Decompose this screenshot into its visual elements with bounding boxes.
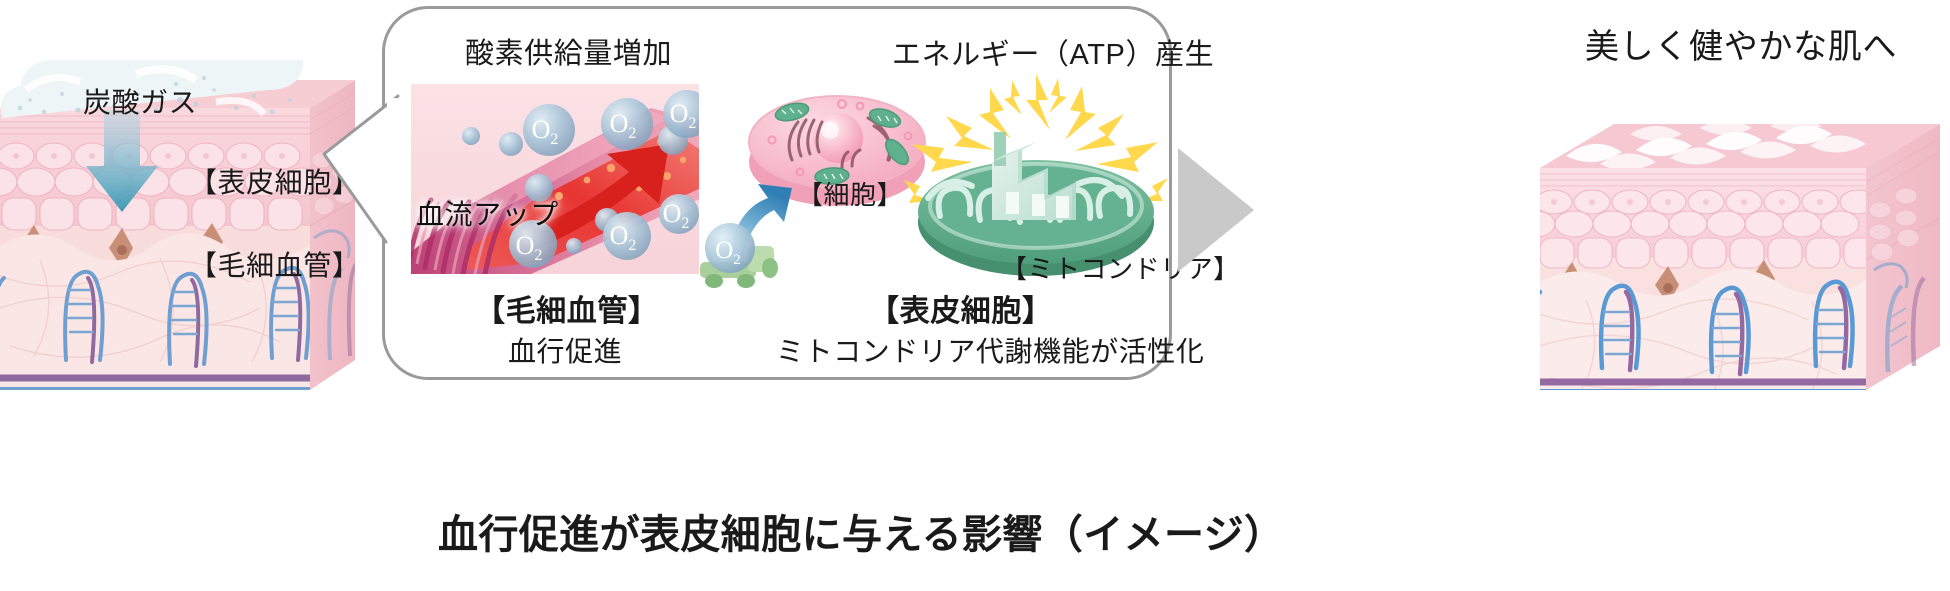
epidermal-cell-caption-sub: ミトコンドリア代謝機能が活性化 bbox=[776, 336, 1205, 367]
oxygen-delivery-truck-icon: O2 bbox=[700, 223, 778, 288]
capillary-caption-title: 【毛細血管】 bbox=[475, 295, 659, 328]
figure-caption: 血行促進が表皮細胞に与える影響（イメージ） bbox=[438, 513, 1285, 557]
left-capillary-label: 【毛細血管】 bbox=[189, 250, 361, 281]
mitochondria-illustration bbox=[904, 74, 1168, 276]
cell-illustration bbox=[748, 95, 926, 206]
oxygen-supply-heading: 酸素供給量増加 bbox=[465, 38, 673, 70]
capillary-illustration: O2 O2 O2 O2 O2 O2 bbox=[411, 84, 699, 274]
callout-tail-icon bbox=[322, 94, 400, 244]
left-skin-block bbox=[0, 60, 355, 390]
capillary-caption-sub: 血行促進 bbox=[508, 336, 623, 367]
epidermal-cell-caption-title: 【表皮細胞】 bbox=[869, 295, 1053, 328]
blood-flow-up-label: 血流アップ bbox=[416, 199, 559, 230]
healthy-skin-heading: 美しく健やかな肌へ bbox=[1585, 28, 1898, 66]
left-foam-label: 炭酸ガス bbox=[83, 87, 198, 118]
result-arrow-icon bbox=[1178, 148, 1254, 272]
left-epidermis-label: 【表皮細胞】 bbox=[189, 167, 361, 198]
right-skin-block bbox=[1540, 110, 1940, 390]
cell-label: 【細胞】 bbox=[797, 180, 904, 210]
svg-text:O2: O2 bbox=[610, 221, 637, 254]
atp-production-heading: エネルギー（ATP）産生 bbox=[892, 39, 1215, 71]
